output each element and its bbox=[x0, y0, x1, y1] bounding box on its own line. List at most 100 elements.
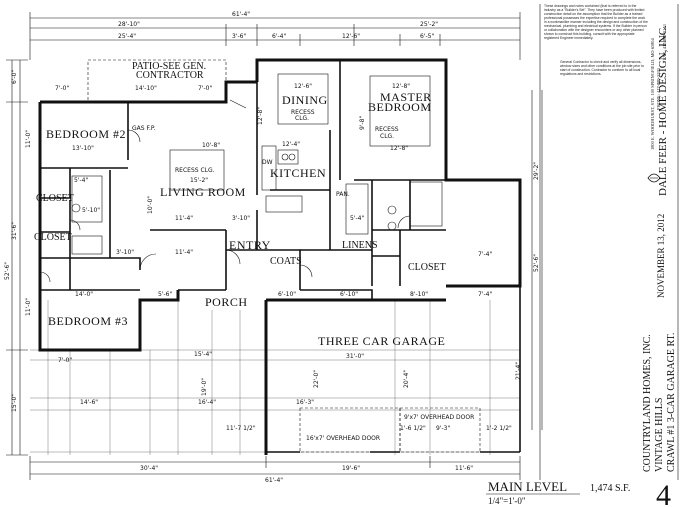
room-entry: ENTRY bbox=[229, 238, 271, 252]
dim-bot-mid: 19'-6" bbox=[342, 465, 360, 472]
master-recess-b: CLG. bbox=[380, 133, 394, 140]
room-master-1: MASTER bbox=[380, 90, 432, 104]
dim-top-e: 6'-5" bbox=[420, 33, 434, 40]
dim-14-0: 14'-0" bbox=[75, 291, 93, 298]
dw-label: DW bbox=[262, 159, 273, 166]
dim-6-10a: 6'-10" bbox=[278, 291, 296, 298]
dim-left-11a: 11'-0" bbox=[25, 130, 32, 148]
side-dimension-lines bbox=[6, 59, 543, 456]
dim-3-10b: 3'-10" bbox=[116, 249, 134, 256]
dim-left-11b: 11'-0" bbox=[25, 298, 32, 316]
dim-31-0: 31'-0" bbox=[346, 353, 364, 360]
dim-top-d: 12'-6" bbox=[342, 33, 360, 40]
dim-11-4b: 11'-4" bbox=[175, 249, 193, 256]
room-closet-3: CLOSET bbox=[408, 262, 446, 273]
master-recess-a: RECESS bbox=[375, 126, 399, 133]
room-bedroom-2: BEDROOM #2 bbox=[46, 127, 126, 141]
bottom-dimension-lines bbox=[29, 456, 521, 480]
room-bedroom-3: BEDROOM #3 bbox=[48, 314, 128, 328]
dim-left-6: 6'-0" bbox=[11, 70, 18, 84]
dim-5-10: 5'-10" bbox=[82, 207, 100, 214]
designer-address: 1800 E. WOODHURST, STE. 100 SPRINGFIELD,… bbox=[650, 38, 656, 150]
dim-7-0a: 7'-0" bbox=[55, 85, 69, 92]
dim-dining: 12'-6" bbox=[294, 83, 312, 90]
sheet-title: MAIN LEVEL bbox=[488, 479, 567, 494]
overhead-9-label: 9'x7' OVERHEAD DOOR bbox=[404, 414, 474, 421]
dim-5-4b: 5'-4" bbox=[350, 215, 364, 222]
contractor-notes: General Contractor to check and verify a… bbox=[560, 60, 644, 76]
dim-bot-left: 30'-4" bbox=[140, 465, 158, 472]
room-closet-1: CLOSET bbox=[36, 193, 74, 204]
overhead-16-label: 16'x7' OVERHEAD DOOR bbox=[306, 435, 380, 442]
dim-7-4b: 7'-4" bbox=[478, 291, 492, 298]
pantry-label: PAN. bbox=[336, 191, 350, 198]
dim-9-8: 9'-8" bbox=[359, 116, 366, 130]
room-kitchen: KITCHEN bbox=[270, 166, 326, 180]
dim-22-0: 22'-0" bbox=[313, 370, 320, 388]
dim-bot-right: 11'-6" bbox=[455, 465, 473, 472]
dim-left-52: 52'-6" bbox=[4, 262, 11, 280]
dim-10-0: 10'-0" bbox=[147, 196, 154, 214]
dim-patio: 14'-10" bbox=[135, 85, 157, 92]
dim-right-29: 29'-2" bbox=[533, 162, 540, 180]
dim-16-4: 16'-4" bbox=[198, 399, 216, 406]
dim-11-7: 11'-7 1/2" bbox=[226, 425, 256, 432]
dim-5-4a: 5'-4" bbox=[74, 177, 88, 184]
room-porch: PORCH bbox=[205, 295, 248, 309]
room-closet-2: CLOSET bbox=[34, 232, 72, 243]
dim-7-4a: 7'-4" bbox=[478, 251, 492, 258]
dim-19-0: 19'-0" bbox=[201, 378, 208, 396]
dim-right-52: 52'-6" bbox=[533, 254, 540, 272]
top-dimension-lines bbox=[29, 12, 521, 60]
room-dining: DINING bbox=[282, 93, 328, 107]
patio-label-1: PATIO-SEE GEN. bbox=[132, 61, 206, 72]
dining-recess-b: CLG. bbox=[295, 115, 309, 122]
designer-logo-icon bbox=[647, 173, 661, 183]
dim-bot-total: 61'-4" bbox=[265, 477, 283, 484]
living-recess: RECESS CLG. bbox=[175, 167, 215, 174]
drawing-date: NOVEMBER 13, 2012 bbox=[656, 214, 666, 298]
dim-1-6: 1'-6 1/2" bbox=[400, 425, 426, 432]
interior-walls bbox=[40, 60, 446, 300]
dining-recess-a: RECESS bbox=[291, 109, 315, 116]
room-linens: LINENS bbox=[342, 240, 378, 251]
sheet-number: 4 bbox=[656, 479, 671, 507]
room-living: LIVING ROOM bbox=[160, 185, 246, 199]
sheet-scale: 1/4"=1'-0" bbox=[488, 496, 526, 506]
builder-notes: These drawings and notes contained (that… bbox=[544, 4, 648, 40]
client-name: COUNTRYLAND HOMES, INC. bbox=[642, 334, 653, 472]
sheet-area: 1,474 S.F. bbox=[590, 483, 630, 494]
dim-left-31: 31'-6" bbox=[11, 222, 18, 240]
project-name: VINTAGE HILLS bbox=[654, 398, 665, 472]
dim-7-0c: 7'-0" bbox=[58, 357, 72, 364]
dim-7-0b: 7'-0" bbox=[198, 85, 212, 92]
dim-kitchen: 12'-4" bbox=[282, 141, 300, 148]
dim-10-8: 10'-8" bbox=[202, 142, 220, 149]
dim-top-right: 25'-2" bbox=[420, 21, 438, 28]
room-coats: COATS bbox=[270, 256, 302, 267]
dim-1-2: 1'-2 1/2" bbox=[486, 425, 512, 432]
plan-name: CRAWL #1 3-CAR GARAGE RT. bbox=[666, 333, 677, 472]
dim-top-total: 61'-4" bbox=[232, 11, 250, 18]
designer-phone: PHONE: 417-889-3593 bbox=[656, 67, 661, 110]
dim-8-10: 8'-10" bbox=[410, 291, 428, 298]
dim-6-10b: 6'-10" bbox=[340, 291, 358, 298]
dim-15-4: 15'-4" bbox=[194, 351, 212, 358]
room-master-2: BEDROOM bbox=[368, 100, 432, 114]
overhead-door-16 bbox=[299, 407, 401, 453]
dim-top-b: 3'-6" bbox=[232, 33, 246, 40]
dim-16-3: 16'-3" bbox=[296, 399, 314, 406]
dim-bed2: 13'-10" bbox=[72, 145, 94, 152]
dim-top-c: 6'-4" bbox=[272, 33, 286, 40]
dim-20-4: 20'-4" bbox=[403, 370, 410, 388]
dim-12-8v: 12'-8" bbox=[257, 107, 264, 125]
dim-14-6: 14'-6" bbox=[80, 399, 98, 406]
dim-master: 12'-8" bbox=[392, 83, 410, 90]
dim-9-3: 9'-3" bbox=[436, 425, 450, 432]
dim-living: 15'-2" bbox=[190, 177, 208, 184]
dim-3-10a: 3'-10" bbox=[232, 215, 250, 222]
dim-master-2: 12'-8" bbox=[390, 145, 408, 152]
room-garage: THREE CAR GARAGE bbox=[318, 334, 445, 348]
dim-11-4a: 11'-4" bbox=[175, 215, 193, 222]
